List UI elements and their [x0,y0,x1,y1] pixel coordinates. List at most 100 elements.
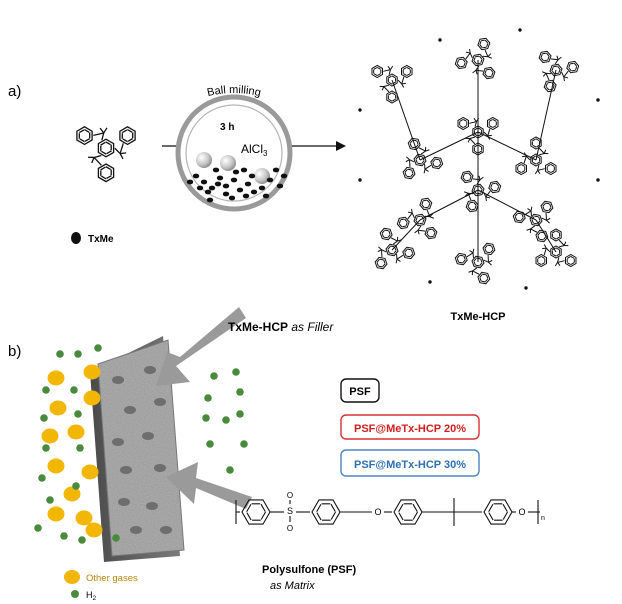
five-ring-bond [390,237,398,242]
product-label: TxMe-HCP [450,311,505,323]
powder-particle [222,183,230,189]
truxene-outer-ring [540,200,554,214]
truxene-outer-ring [566,60,580,74]
filler-pointer-arrow [156,307,246,386]
aromatic-inner-ring [121,128,134,143]
h2-molecule [204,394,212,402]
methyl-bond [522,155,527,158]
truxene-core-ring [530,153,542,167]
h2-legend-label: H2 [86,590,97,602]
network-terminal-dot [358,108,362,112]
network-link [419,131,479,161]
h2-molecule [56,350,64,358]
filler-particle [120,466,132,474]
powder-particle [204,189,212,195]
h2-molecule [232,368,240,376]
other-gas-molecule [63,486,81,502]
other-gas-molecule [83,364,101,380]
network-link [477,189,537,221]
catalyst-label: AlCl3 [241,142,268,158]
powder-particle [272,167,280,173]
truxene-outer-ring [535,229,549,243]
methyl-bond [465,51,471,54]
h2-legend-dot [71,590,79,598]
filler-particle [154,398,166,406]
methyl-bond [414,229,419,234]
filler-particle [146,502,158,510]
filler-particle [154,464,166,472]
h2-molecule [60,532,68,540]
methyl-bond [557,262,561,266]
five-ring-bond [472,267,478,272]
five-ring-bond [383,69,391,72]
powder-particle [230,177,238,183]
aromatic-inner-ring [531,215,541,225]
other-gas-molecule [85,522,103,538]
five-ring-bond [557,257,560,263]
methyl-bond [557,56,562,61]
five-ring-bond [537,165,540,171]
powder-particle [232,169,240,175]
aromatic-inner-ring [490,182,500,192]
aromatic-inner-ring [551,65,561,75]
aromatic-inner-ring [479,39,489,49]
five-ring-bond [418,147,426,152]
methyl-bond [468,270,473,273]
truxene-outer-ring [402,246,416,260]
h2-molecule [226,466,234,474]
truxene-core-ring [471,183,485,197]
truxene-outer-ring [402,166,416,180]
truxene-outer-ring [545,161,557,176]
powder-particle [258,185,266,191]
powder-particle [280,173,288,179]
h2-molecule [40,414,48,422]
five-ring-bond [469,121,477,124]
other-gas-molecule [81,464,99,480]
aromatic-inner-ring [387,75,397,85]
truxene-outer-ring [401,64,413,79]
network-link [391,219,421,251]
powder-particle [276,183,284,189]
arrow-head-icon [336,141,346,151]
other-gas-legend-dot [64,570,80,584]
filler-particle [118,498,130,506]
methyl-bond [464,191,469,194]
aromatic-inner-ring [517,163,526,174]
powder-particle [192,173,200,179]
methyl-bond [563,76,565,82]
legend-psf20-box [340,414,480,440]
five-ring-bond [554,59,559,65]
methyl-bond [542,71,547,74]
aromatic-inner-ring [545,81,555,91]
filler-particle [130,526,142,534]
powder-particle [262,193,270,199]
network-terminal-dot [596,178,600,182]
methyl-bond [378,246,382,251]
aromatic-inner-ring [542,202,552,212]
five-ring-bond [119,143,124,154]
filler-particles [112,366,172,534]
methyl-bond [542,72,547,77]
five-ring-bond [483,131,489,137]
five-ring-bond [401,76,405,84]
methyl-bond [488,261,492,266]
five-ring-bond [392,240,398,245]
aromatic-inner-ring [397,503,419,521]
five-ring-bond [475,69,484,72]
aromatic-inner-ring [487,503,509,521]
powder-particle [240,167,248,173]
methyl-bond [534,170,538,175]
methyl-bond [425,149,430,152]
five-ring-bond [561,72,565,78]
truxene-outer-ring [396,216,410,230]
aromatic-inner-ring [537,255,546,266]
truxene-core-ring [413,213,427,227]
five-ring-bond [381,249,387,253]
phenyl-ring [483,499,513,525]
matrix-name-label: Polysulfone (PSF) [262,564,356,576]
methyl-bond [411,208,413,214]
aromatic-inner-ring [479,273,489,283]
other-gas-molecule [41,428,59,444]
five-ring-bond [93,157,102,166]
